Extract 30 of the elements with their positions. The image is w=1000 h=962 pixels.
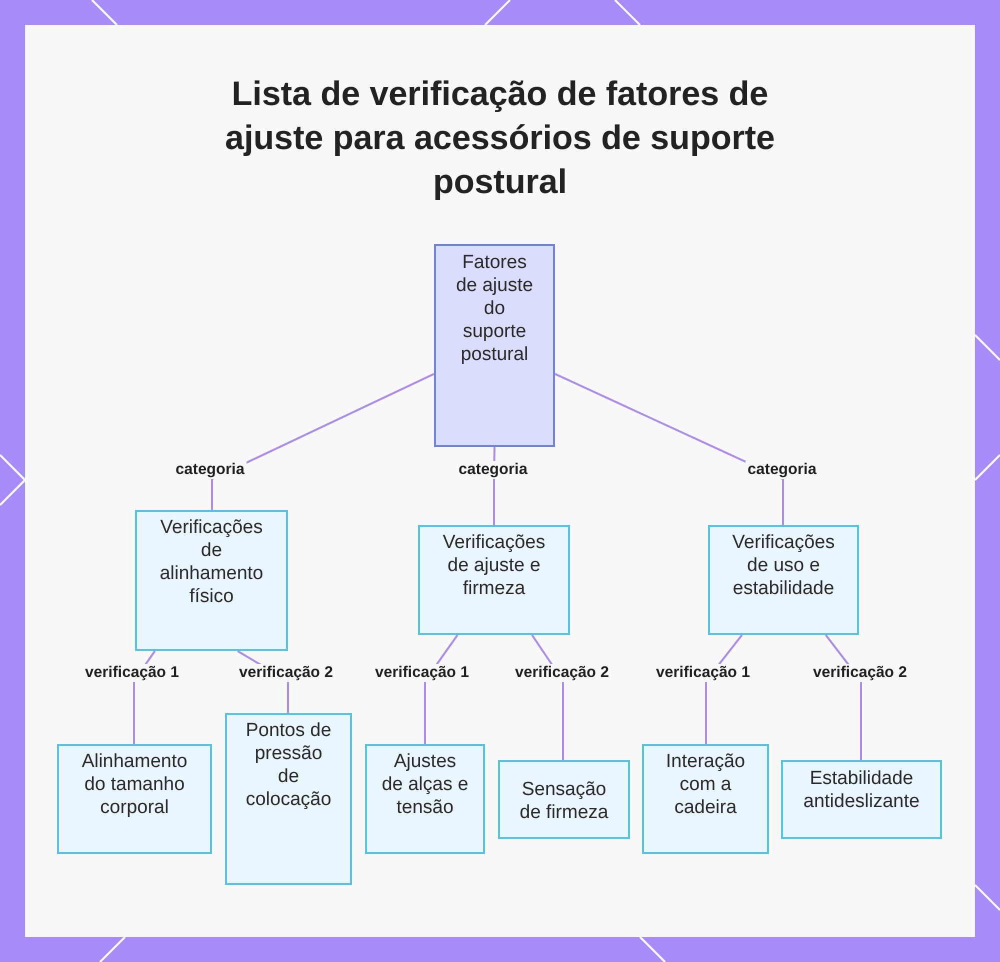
edge-label: categoria bbox=[174, 461, 246, 479]
check-box bbox=[498, 760, 630, 839]
node-text: Alinhamento do tamanho corporal bbox=[80, 750, 188, 819]
node-text: Verificações de uso e estabilidade bbox=[731, 531, 836, 600]
category-box bbox=[418, 525, 570, 635]
edge-label: verificação 1 bbox=[83, 664, 181, 682]
check-box bbox=[365, 744, 485, 854]
diagram-title: Lista de verificação de fatores de ajuste para acessórios de suporte postural bbox=[224, 74, 776, 203]
check-box bbox=[642, 744, 769, 854]
node-text: Interação com a cadeira bbox=[664, 750, 746, 819]
node-text: Estabilidade antideslizante bbox=[802, 767, 921, 813]
check-box bbox=[57, 744, 212, 854]
node-text: Verificações de ajuste e firmeza bbox=[442, 531, 546, 600]
category-box bbox=[135, 510, 288, 651]
check-box bbox=[781, 760, 942, 839]
node-text: Sensação de firmeza bbox=[518, 778, 610, 824]
root-box bbox=[434, 244, 555, 447]
category-box bbox=[708, 525, 859, 635]
node-text: Fatores de ajuste do suporte postural bbox=[454, 251, 534, 366]
node-text: Pontos de pressão de colocação bbox=[244, 719, 332, 811]
node-text: Verificações de alinhamento físico bbox=[158, 516, 264, 608]
edge-label: verificação 2 bbox=[237, 664, 335, 682]
edge-label: categoria bbox=[746, 461, 818, 479]
edge-label: verificação 2 bbox=[811, 664, 909, 682]
node-text: Ajustes de alças e tensão bbox=[381, 750, 469, 819]
edge-label: categoria bbox=[456, 461, 530, 479]
edge-label: verificação 1 bbox=[654, 664, 752, 682]
edge-label: verificação 1 bbox=[373, 664, 471, 682]
check-box bbox=[225, 713, 352, 885]
edge-label: verificação 2 bbox=[513, 664, 611, 682]
